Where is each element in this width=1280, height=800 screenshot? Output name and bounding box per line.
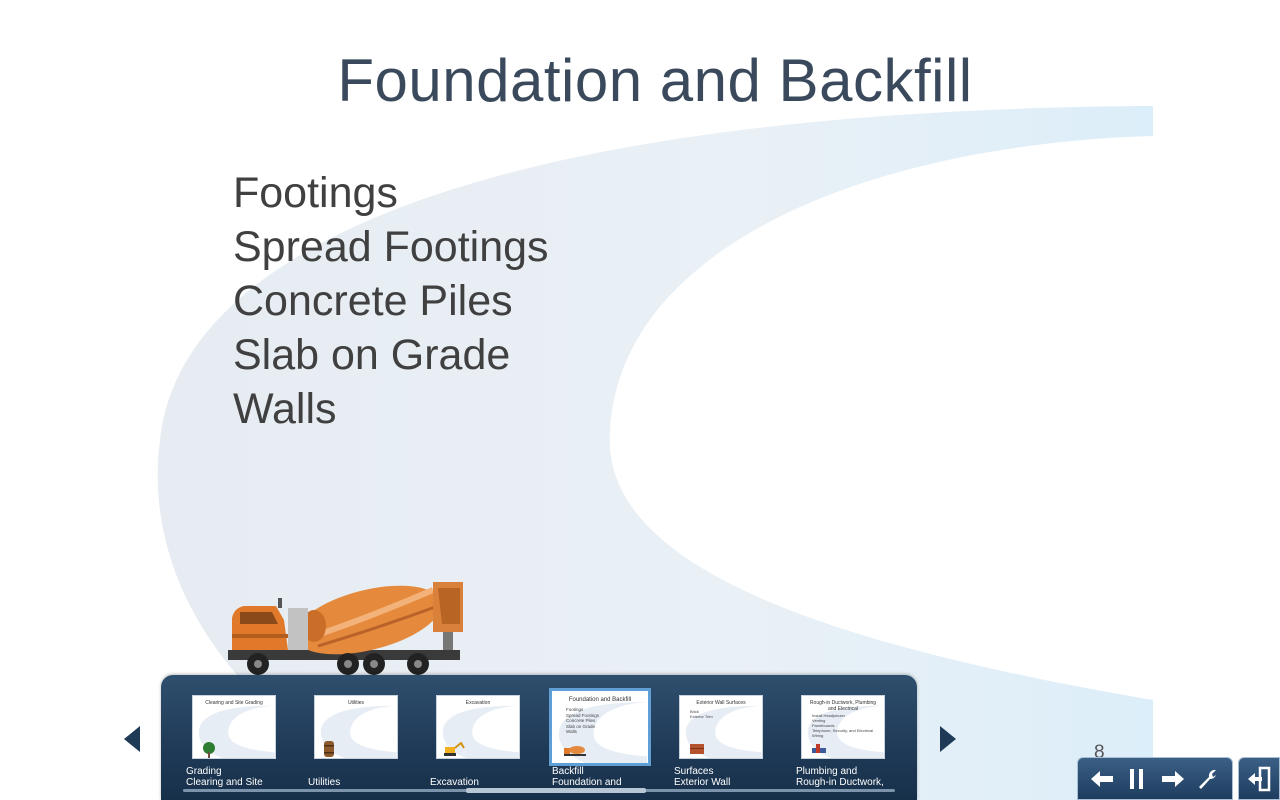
thumbnail-label-line: Clearing and Site — [186, 777, 263, 788]
tree-icon — [203, 742, 215, 758]
thumbnail-lines: Brick Exterior Trim — [690, 709, 713, 719]
thumbnail-label-line: Utilities — [308, 777, 341, 788]
thumbnail-line: Concrete Piles — [566, 718, 596, 723]
pipes-icon — [812, 744, 826, 753]
thumbnail-label: Excavation — [430, 766, 540, 788]
thumbnail-label-line — [308, 766, 418, 777]
thumbnail-line: Exterior Trim — [690, 714, 713, 719]
thumbnail-line: Wiring — [812, 733, 824, 738]
thumbnail-label: Backfill Foundation and — [552, 766, 662, 788]
wrench-icon — [1199, 769, 1217, 789]
triangle-left-icon[interactable] — [122, 724, 142, 754]
excavator-icon — [444, 742, 465, 756]
thumbnail-scrollbar[interactable] — [183, 788, 895, 793]
barrel-icon — [324, 741, 334, 757]
thumbnail-lines: Footings Spread Footings Concrete Piles … — [566, 707, 599, 735]
next-slide-button[interactable] — [1158, 764, 1188, 794]
thumbnail-lines: Install Headjoinzer Venting Panelboards … — [812, 713, 873, 738]
thumbnail-label-line: Excavation — [430, 777, 479, 788]
exit-button[interactable] — [1238, 757, 1280, 800]
bullet-item: Footings — [233, 169, 398, 217]
thumbnail-title: Excavation — [465, 700, 491, 706]
slide-title: Foundation and Backfill — [337, 47, 973, 114]
thumbnail-swoosh — [320, 705, 397, 758]
thumbnail-line: Brick — [690, 709, 699, 714]
bullet-item: Spread Footings — [233, 223, 549, 271]
thumbnail-line: Telephone, Security, and Electrical — [812, 728, 874, 733]
settings-button[interactable] — [1193, 764, 1223, 794]
arrow-right-icon — [1161, 770, 1184, 787]
thumbnail-label-line: Grading — [186, 766, 222, 777]
scrollbar-thumb[interactable] — [466, 788, 646, 793]
pause-button[interactable] — [1122, 764, 1152, 794]
playback-toolbar — [1077, 757, 1233, 800]
thumbnail-label-line: Exterior Wall — [674, 777, 731, 788]
thumbnail-label-line: Surfaces — [674, 766, 714, 777]
previous-slide-button[interactable] — [1087, 764, 1117, 794]
slide-thumbnail-rough-in[interactable]: Rough-in Ductwork, Plumbing and Electric… — [801, 695, 885, 759]
thumbnail-line: Panelboards — [812, 723, 835, 728]
thumbnail-title: Exterior Wall Surfaces — [696, 700, 746, 706]
thumbnail-label: Surfaces Exterior Wall — [674, 766, 784, 788]
thumbnail-line: Venting — [812, 718, 826, 723]
thumbnail-label-line: Backfill — [552, 766, 584, 777]
thumbnail-label-line: Rough-in Ductwork, — [796, 777, 884, 788]
cement-mixer-icon — [564, 746, 586, 756]
slide-number: 8 — [1094, 742, 1105, 763]
thumbnail-label: Grading Clearing and Site — [186, 766, 296, 788]
slide-thumbnail-excavation[interactable]: Excavation — [436, 695, 520, 759]
slide-thumbnail-utilities[interactable]: Utilities — [314, 695, 398, 759]
thumbnail-title: Foundation and Backfill — [568, 697, 632, 703]
slide-thumbnail-foundation-current[interactable]: Foundation and Backfill Footings Spread … — [549, 688, 651, 766]
thumbnail-label-line: Plumbing and — [796, 766, 858, 777]
thumbnail-label-line — [430, 766, 540, 777]
thumbnail-label-line: Foundation and — [552, 777, 622, 788]
thumbnail-swoosh — [807, 705, 884, 758]
thumbnail-label: Utilities — [308, 766, 418, 788]
cement-mixer-truck-icon — [228, 582, 463, 675]
thumbnail-swoosh — [685, 705, 762, 758]
thumbnail-line: Slab on Grade — [566, 723, 596, 729]
exit-door-icon — [1248, 766, 1271, 791]
triangle-right-icon[interactable] — [938, 724, 958, 754]
thumbnail-line: Footings — [566, 707, 584, 712]
slide-thumbnail-clearing[interactable]: Clearing and Site Grading — [192, 695, 276, 759]
thumbnail-title: Clearing and Site Grading — [205, 700, 263, 706]
pause-icon — [1130, 768, 1144, 789]
bullet-item: Concrete Piles — [233, 277, 513, 325]
thumbnail-title: Utilities — [347, 700, 365, 706]
brick-icon — [690, 744, 704, 754]
bullet-item: Walls — [233, 385, 337, 433]
bullet-list: Footings Spread Footings Concrete Piles … — [233, 166, 549, 436]
thumbnail-line: Walls — [566, 729, 577, 734]
thumbnail-swoosh — [198, 705, 275, 758]
bullet-item: Slab on Grade — [233, 331, 511, 379]
slide-thumbnail-exterior-wall[interactable]: Exterior Wall Surfaces Brick Exterior Tr… — [679, 695, 763, 759]
thumbnail-line: Install Headjoinzer — [812, 713, 845, 718]
arrow-left-icon — [1090, 770, 1113, 787]
thumbnail-label: Plumbing and Rough-in Ductwork, — [796, 766, 906, 788]
slide-thumbnail-strip: Clearing and Site Grading Grading Cleari… — [161, 675, 917, 800]
thumbnail-line: Spread Footings — [566, 712, 600, 718]
thumbnail-title: Rough-in Ductwork, Plumbing and Electric… — [809, 700, 877, 712]
